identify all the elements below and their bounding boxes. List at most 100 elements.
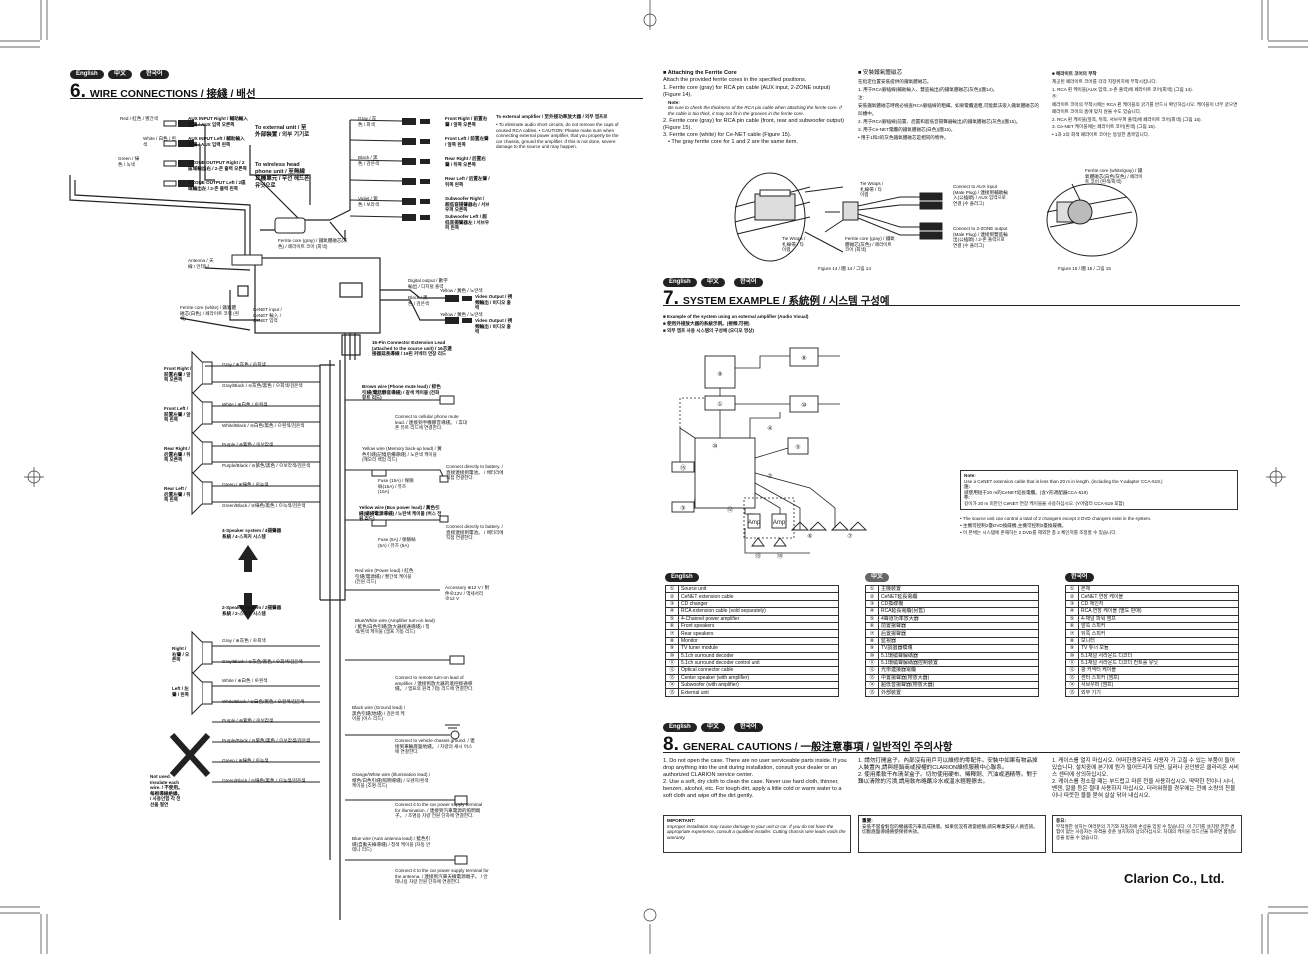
wire-right-minus: Gray/Black / ⊖灰色/黑色 / ⊖회색/검은색 [222,659,303,664]
legend-label: CD 체인저 [1078,599,1239,609]
caution-ko-2: 2. 케이스를 청소할 때는 부드럽고 마른 천을 사용하십시오. 딱딱한 천이… [1052,779,1236,799]
legend-label: TV tuner module [678,644,839,653]
ferrite-zh-text: 在指定位置安裝提供的鐵氧體磁芯。 1. 用于RCA腳插線(輔助輸入、雙區輸出)的… [858,78,1043,142]
digital-output-label: Digital output / 數字輸出 / 디지털 출력 [408,278,448,289]
legend-number: ④ [865,607,879,616]
diagram-num-16: ⑩ [801,402,806,409]
lang-tab-english[interactable]: English [70,70,104,79]
speaker-rear-left: Rear Left / 后置左聲 / 뒤쪽 왼쪽 [164,486,191,503]
note-en: Use a CeNET extension cable that is less… [964,478,1163,484]
ferrite-ko-item-4: 페라이트 코어의 부착시에는 RCA 핀 케이블의 굵기를 반드시 확인하십시오… [1052,101,1238,115]
legend-number: ⑥ [865,621,879,631]
note-en-label: Note: [964,473,976,478]
legend-label: 5.1ch surround decoder control unit [678,658,839,668]
legend-number: ⑦ [665,629,679,638]
s8-lang-tab-korean[interactable]: 한국어 [734,723,763,732]
orange-white-dest: Connect it to the car power supply termi… [395,802,483,819]
legend-number: ⑬ [665,673,679,683]
legend-label: RCA延長電纜(另售) [878,607,1039,616]
legend-label: 외부 기기 [1078,688,1239,697]
s7-lang-tab-korean[interactable]: 한국어 [734,278,763,287]
legend-label: 센터 스피커 (앰프) [1078,673,1239,683]
legend-label: 前置揚聲器 [878,621,1039,631]
ferrite-ko-item-5: 2. RCA 핀 케이블(앞쪽, 뒤쪽, 서브우퍼 출력)에 페라이트 코어(회… [1052,116,1202,122]
legend-label: 4聲道功率放大器 [878,614,1039,623]
s8-lang-tab-chinese[interactable]: 中文 [701,723,726,732]
section-7-heading: 7. SYSTEM EXAMPLE / 系統例 / 시스템 구성예 [663,289,890,308]
amp-caution: • To eliminate audio short circuits, do … [496,122,619,150]
wire-front-right-minus: Gray/Black / ⊖灰色/黑色 / ⊖회색/검은색 [222,383,303,388]
caution-en: 1. Do not open the case. There are no us… [663,758,848,800]
legend-number: ⑩ [865,651,879,660]
legend-number: ⑨ [865,644,879,653]
legend-label: TV 튜너 모듈 [1078,644,1239,653]
speaker-rear-right: Rear Right / 后置右聲 / 뒤쪽 오른쪽 [164,446,191,463]
s7-caption-ko: ■ 외부 앰프 사용 시스템의 구성예 (오디오 영상) [663,328,754,333]
legend-label: Front speakers [678,621,839,631]
diagram-num-6: ⑥ [807,533,812,540]
legend-label: 中置揚聲器(帶放大器) [878,673,1039,683]
legend-number: ⑤ [865,614,879,623]
diagram-num-4: ④ [767,425,772,432]
important-ko-label: 중요: [1056,818,1066,823]
white-wire-label: White / 白色 / 흰색 [143,136,176,147]
ferrite-en-note: Be sure to check the thickness of the RC… [668,105,842,116]
ferrite-en-item-3: 3. Ferrite core (white) for Ce-NET cable… [663,132,792,138]
legend-label: 4-채널 파워 앰프 [1078,614,1239,623]
legend-label: 主機裝置 [878,584,1039,594]
blue-wire-dest: Connect it to the car power supply termi… [395,868,489,885]
aux-left-label: AUX INPUT Left / 輔助輸入左聲 / AUX 입력 왼쪽 [188,136,245,147]
legend-label: 4-Channel power amplifier [678,614,839,623]
yellow-video-label-2: Yellow / 黃色 / 노란색 [440,312,483,317]
red-wire: Red wire (Power lead) / 紅色引綫(電源綫) / 빨간색 … [355,568,414,585]
section-8-title: GENERAL CAUTIONS / 一般注意事項 / 일반적인 주의사항 [682,741,953,753]
s7-lang-tab-english[interactable]: English [663,278,697,287]
section-8-rule [663,752,1240,753]
legend-number: ⑫ [865,666,879,675]
legend-number: ⑫ [665,666,679,675]
s7-bullet-ko: • 이 본체는 시스템에 존재하는 2 DVD를 제외한 총 2 체인저를 조정… [960,530,1117,535]
caution-en-2: 2. Use a soft, dry cloth to clean the ca… [663,779,842,799]
ferrite-ko-item-6: 3. Ce-NET 케이블에는 페라이트 코어(흰색) (그림 15). [1052,124,1156,129]
legend-number: ② [865,592,879,601]
ferrite-zh-item-1: 在指定位置安裝提供的鐵氧體磁芯。 [858,79,932,84]
speaker-front-right: Front Right / 前置右聲 / 앞쪽 오른쪽 [164,366,192,383]
important-ko-box: 중요: 부적절한 설치는 여러분의 기기와 자동차에 손상을 입힐 수 있습니다… [1052,815,1242,853]
ferrite-ko-item-3: 주: [1052,94,1058,99]
lang-tab-korean[interactable]: 한국어 [140,70,169,79]
ferrite-en-item-2: 2. Ferrite core (gray) for RCA pin cable… [663,118,844,131]
legend-number: ⑪ [665,658,679,668]
to-wireless-label: To wireless head phone unit / 至無線耳機單元 / … [255,162,310,189]
s7-bullet-zh: • 主機可控制2臺DVD換碟機,主機可控制2臺換碟機。 [960,523,1067,528]
legend-number: ⑥ [1065,621,1079,631]
note-zh: 請使用短于20 m的CeNET延長電纜。(含Y形適配器CCA-519) [964,489,1088,495]
ferrite-en-item-1: 1. Ferrite core (gray) for RCA pin cable… [663,85,831,98]
lang-tab-chinese[interactable]: 中文 [108,70,133,79]
legend-label: 뒤쪽 스피커 [1078,629,1239,638]
legend-label: Rear speakers [678,629,839,638]
orange-white-wire: Orange/White wire (Illumination lead) / … [352,772,431,789]
speaker-front-left: Front Left / 前置左聲 / 앞쪽 왼쪽 [164,406,191,423]
legend-number: ⑩ [1065,651,1079,660]
ferrite-white-label: Ferrite core (white) / 鐵氧體磁芯(白色) / 페라이트 … [180,305,239,322]
legend-number: ④ [1065,607,1079,616]
legend-number: ⑮ [865,688,879,697]
diagram-num-9: ⑨ [717,371,722,378]
s7-lang-tab-chinese[interactable]: 中文 [701,278,726,287]
rca-rear-left: Rear Left / 后置左聲 / 뒤쪽 왼쪽 [445,176,490,187]
legend-label: Optical connector cable [678,666,839,675]
legend-number: ⑧ [865,636,879,646]
s8-lang-tab-english[interactable]: English [663,723,697,732]
